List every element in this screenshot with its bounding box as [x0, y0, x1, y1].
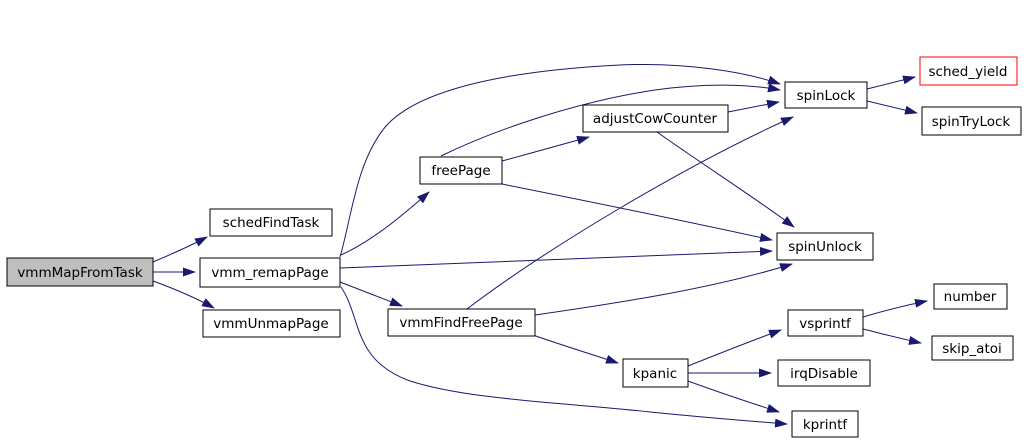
node-freePage[interactable]: freePage: [419, 156, 503, 185]
edge-freePage-spinLock: [440, 83, 781, 157]
node-spinUnlock[interactable]: spinUnlock: [776, 232, 874, 261]
node-box-kprintf: [791, 410, 859, 438]
node-label-skip_atoi: skip_atoi: [942, 341, 1002, 357]
node-box-spinUnlock: [776, 232, 874, 261]
node-adjustCowCounter[interactable]: adjustCowCounter: [582, 104, 729, 133]
node-box-schedFindTask: [209, 208, 333, 237]
node-label-vmm_remapPage: vmm_remapPage: [211, 265, 328, 281]
node-label-spinTryLock: spinTryLock: [932, 114, 1011, 130]
edge-kpanic-kprintf: [687, 380, 780, 413]
node-label-sched_yield: sched_yield: [928, 64, 1007, 80]
edge-spinLock-sched_yield: [866, 75, 916, 90]
node-label-spinLock: spinLock: [797, 88, 856, 104]
node-box-irqDisable: [777, 359, 871, 387]
node-box-spinTryLock: [921, 106, 1022, 136]
node-label-adjustCowCounter: adjustCowCounter: [593, 111, 718, 127]
edge-vmmFindFreePage-spinLock: [466, 116, 794, 310]
edge-vmmFindFreePage-spinUnlock: [534, 263, 793, 316]
edge-vsprintf-skip_atoi: [862, 328, 922, 345]
edge-freePage-adjustCowCounter: [501, 135, 590, 162]
node-box-spinLock: [784, 81, 868, 109]
node-label-vmmUnmapPage: vmmUnmapPage: [213, 316, 328, 332]
edge-freePage-spinUnlock: [501, 183, 773, 242]
node-label-vsprintf: vsprintf: [799, 316, 852, 332]
node-box-vmm_remapPage: [199, 257, 341, 288]
node-label-vmmMapFromTask: vmmMapFromTask: [17, 265, 143, 281]
node-box-number: [933, 283, 1008, 310]
node-number[interactable]: number: [933, 283, 1008, 310]
node-schedFindTask[interactable]: schedFindTask: [209, 208, 333, 237]
edge-vsprintf-number: [862, 298, 928, 318]
edge-vmm_remapPage-kprintf: [340, 286, 788, 428]
node-vsprintf[interactable]: vsprintf: [787, 309, 864, 337]
node-box-sched_yield: [919, 56, 1018, 86]
node-vmmFindFreePage[interactable]: vmmFindFreePage: [387, 308, 536, 337]
edge-vmm_remapPage-spinLock: [339, 63, 781, 258]
node-spinLock[interactable]: spinLock: [784, 81, 868, 109]
node-label-kprintf: kprintf: [803, 417, 849, 433]
node-kprintf[interactable]: kprintf: [791, 410, 859, 438]
node-label-irqDisable: irqDisable: [790, 366, 858, 382]
edge-vmmFindFreePage-kpanic: [532, 334, 619, 364]
node-label-kpanic: kpanic: [633, 366, 677, 382]
node-label-vmmFindFreePage: vmmFindFreePage: [399, 315, 522, 331]
edge-kpanic-vsprintf: [687, 329, 782, 367]
node-spinTryLock[interactable]: spinTryLock: [921, 106, 1022, 136]
node-label-number: number: [944, 289, 997, 305]
node-box-freePage: [419, 156, 503, 185]
node-box-vmmMapFromTask: [6, 257, 154, 287]
node-box-skip_atoi: [931, 335, 1014, 361]
node-label-freePage: freePage: [431, 163, 490, 179]
edges-layer: [152, 63, 928, 428]
node-vmmMapFromTask: vmmMapFromTask: [6, 257, 154, 287]
edge-vmmMapFromTask-schedFindTask: [152, 236, 208, 263]
edge-vmm_remapPage-vmmFindFreePage: [339, 281, 403, 307]
edge-adjustCowCounter-spinUnlock: [656, 131, 795, 228]
edge-vmm_remapPage-freePage: [340, 191, 430, 256]
node-kpanic[interactable]: kpanic: [622, 358, 689, 388]
edge-adjustCowCounter-spinLock: [727, 99, 780, 113]
nodes-layer: vmmMapFromTask schedFindTask vmm_remapPa…: [6, 56, 1022, 438]
node-sched_yield[interactable]: sched_yield: [919, 56, 1018, 86]
node-irqDisable[interactable]: irqDisable: [777, 359, 871, 387]
node-label-spinUnlock: spinUnlock: [788, 239, 862, 255]
node-vmm_remapPage[interactable]: vmm_remapPage: [199, 257, 341, 288]
node-box-vmmUnmapPage: [202, 309, 341, 338]
edge-vmm_remapPage-spinUnlock: [339, 246, 773, 269]
node-box-adjustCowCounter: [582, 104, 729, 133]
edge-vmmMapFromTask-vmmUnmapPage: [152, 280, 215, 309]
node-box-vsprintf: [787, 309, 864, 337]
node-vmmUnmapPage[interactable]: vmmUnmapPage: [202, 309, 341, 338]
node-box-kpanic: [622, 358, 689, 388]
node-label-schedFindTask: schedFindTask: [223, 215, 320, 231]
node-box-vmmFindFreePage: [387, 308, 536, 337]
node-skip_atoi[interactable]: skip_atoi: [931, 335, 1014, 361]
edge-spinLock-spinTryLock: [866, 100, 918, 115]
